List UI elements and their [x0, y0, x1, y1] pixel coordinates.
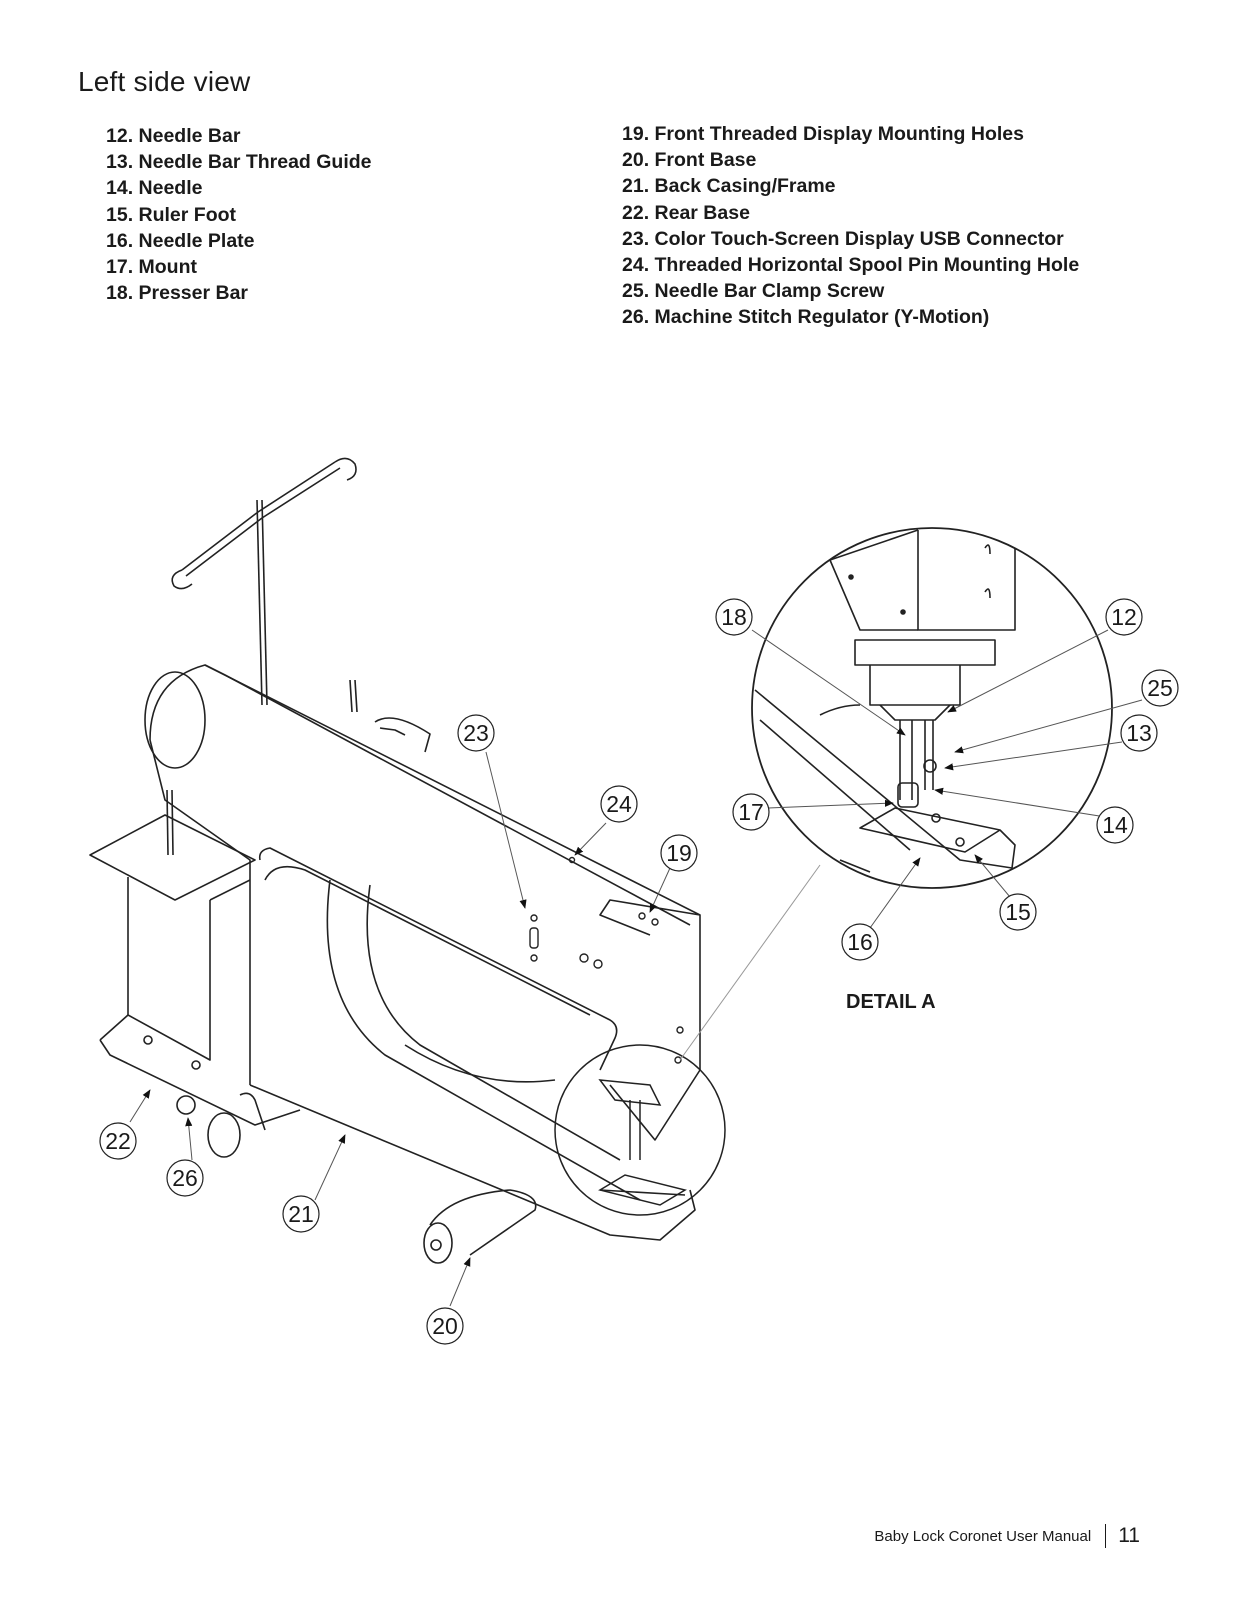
- part-item: 16. Needle Plate: [106, 229, 255, 252]
- part-item: 23. Color Touch-Screen Display USB Conne…: [622, 227, 1064, 250]
- callout-19: 19: [660, 834, 698, 872]
- callout-14: 14: [1096, 806, 1134, 844]
- svg-text:18: 18: [721, 604, 747, 630]
- leader-lines: [129, 629, 1143, 1307]
- svg-text:19: 19: [666, 840, 692, 866]
- svg-text:20: 20: [432, 1313, 458, 1339]
- callout-26: 26: [166, 1159, 204, 1197]
- svg-text:23: 23: [463, 720, 489, 746]
- detail-marker: [554, 864, 821, 1216]
- callout-13: 13: [1120, 714, 1158, 752]
- callout-12: 12: [1105, 598, 1143, 636]
- svg-text:12: 12: [1111, 604, 1137, 630]
- svg-text:14: 14: [1102, 812, 1128, 838]
- detail-a-label: DETAIL A: [846, 991, 936, 1013]
- part-item: 12. Needle Bar: [106, 125, 241, 147]
- manual-title: Baby Lock Coronet User Manual: [874, 1527, 1092, 1545]
- svg-text:13: 13: [1126, 720, 1152, 746]
- svg-text:24: 24: [606, 791, 632, 817]
- part-item: 24. Threaded Horizontal Spool Pin Mounti…: [622, 253, 1080, 276]
- part-item: 25. Needle Bar Clamp Screw: [622, 280, 885, 303]
- svg-text:25: 25: [1147, 675, 1173, 701]
- parts-list-left: 12. Needle Bar 13. Needle Bar Thread Gui…: [106, 123, 372, 306]
- svg-text:15: 15: [1005, 899, 1031, 925]
- svg-text:16: 16: [847, 929, 873, 955]
- callout-17: 17: [732, 793, 770, 831]
- part-item: 26. Machine Stitch Regulator (Y-Motion): [622, 306, 990, 329]
- part-item: 19. Front Threaded Display Mounting Hole…: [622, 123, 1024, 145]
- machine-body: [144, 664, 701, 1241]
- svg-text:22: 22: [105, 1128, 131, 1154]
- part-item: 13. Needle Bar Thread Guide: [106, 151, 372, 174]
- callout-20: 20: [426, 1307, 464, 1345]
- callout-16: 16: [841, 923, 879, 961]
- thread-stand: [171, 457, 357, 706]
- part-item: 18. Presser Bar: [106, 282, 249, 305]
- part-item: 22. Rear Base: [622, 201, 750, 224]
- callout-18: 18: [715, 598, 753, 636]
- callout-21: 21: [282, 1195, 320, 1233]
- svg-text:26: 26: [172, 1165, 198, 1191]
- detail-a-view: [751, 527, 1113, 889]
- part-item: 17. Mount: [106, 255, 197, 278]
- connector-holes: [529, 856, 684, 1064]
- machine-diagram: 12 13 14 15 16 17 18 19 20 21 22 23 24 2…: [89, 457, 1179, 1345]
- footer-divider: [1105, 1524, 1107, 1548]
- callout-23: 23: [457, 714, 495, 752]
- part-item: 21. Back Casing/Frame: [622, 175, 836, 198]
- svg-text:21: 21: [288, 1201, 314, 1227]
- rear-base: [89, 789, 301, 1158]
- parts-list-right: 19. Front Threaded Display Mounting Hole…: [622, 121, 1079, 331]
- svg-text:17: 17: [738, 799, 764, 825]
- callout-15: 15: [999, 893, 1037, 931]
- page-footer: Baby Lock Coronet User Manual 11: [874, 1524, 1140, 1548]
- part-item: 20. Front Base: [622, 149, 757, 172]
- callout-25: 25: [1141, 669, 1179, 707]
- page-number: 11: [1118, 1524, 1140, 1547]
- front-base: [423, 1189, 537, 1264]
- callouts: 12 13 14 15 16 17 18 19 20 21 22 23 24 2…: [99, 598, 1179, 1345]
- callout-24: 24: [600, 785, 638, 823]
- section-title: Left side view: [78, 66, 251, 97]
- part-item: 14. Needle: [106, 177, 203, 200]
- part-item: 15. Ruler Foot: [106, 203, 237, 226]
- callout-22: 22: [99, 1122, 137, 1160]
